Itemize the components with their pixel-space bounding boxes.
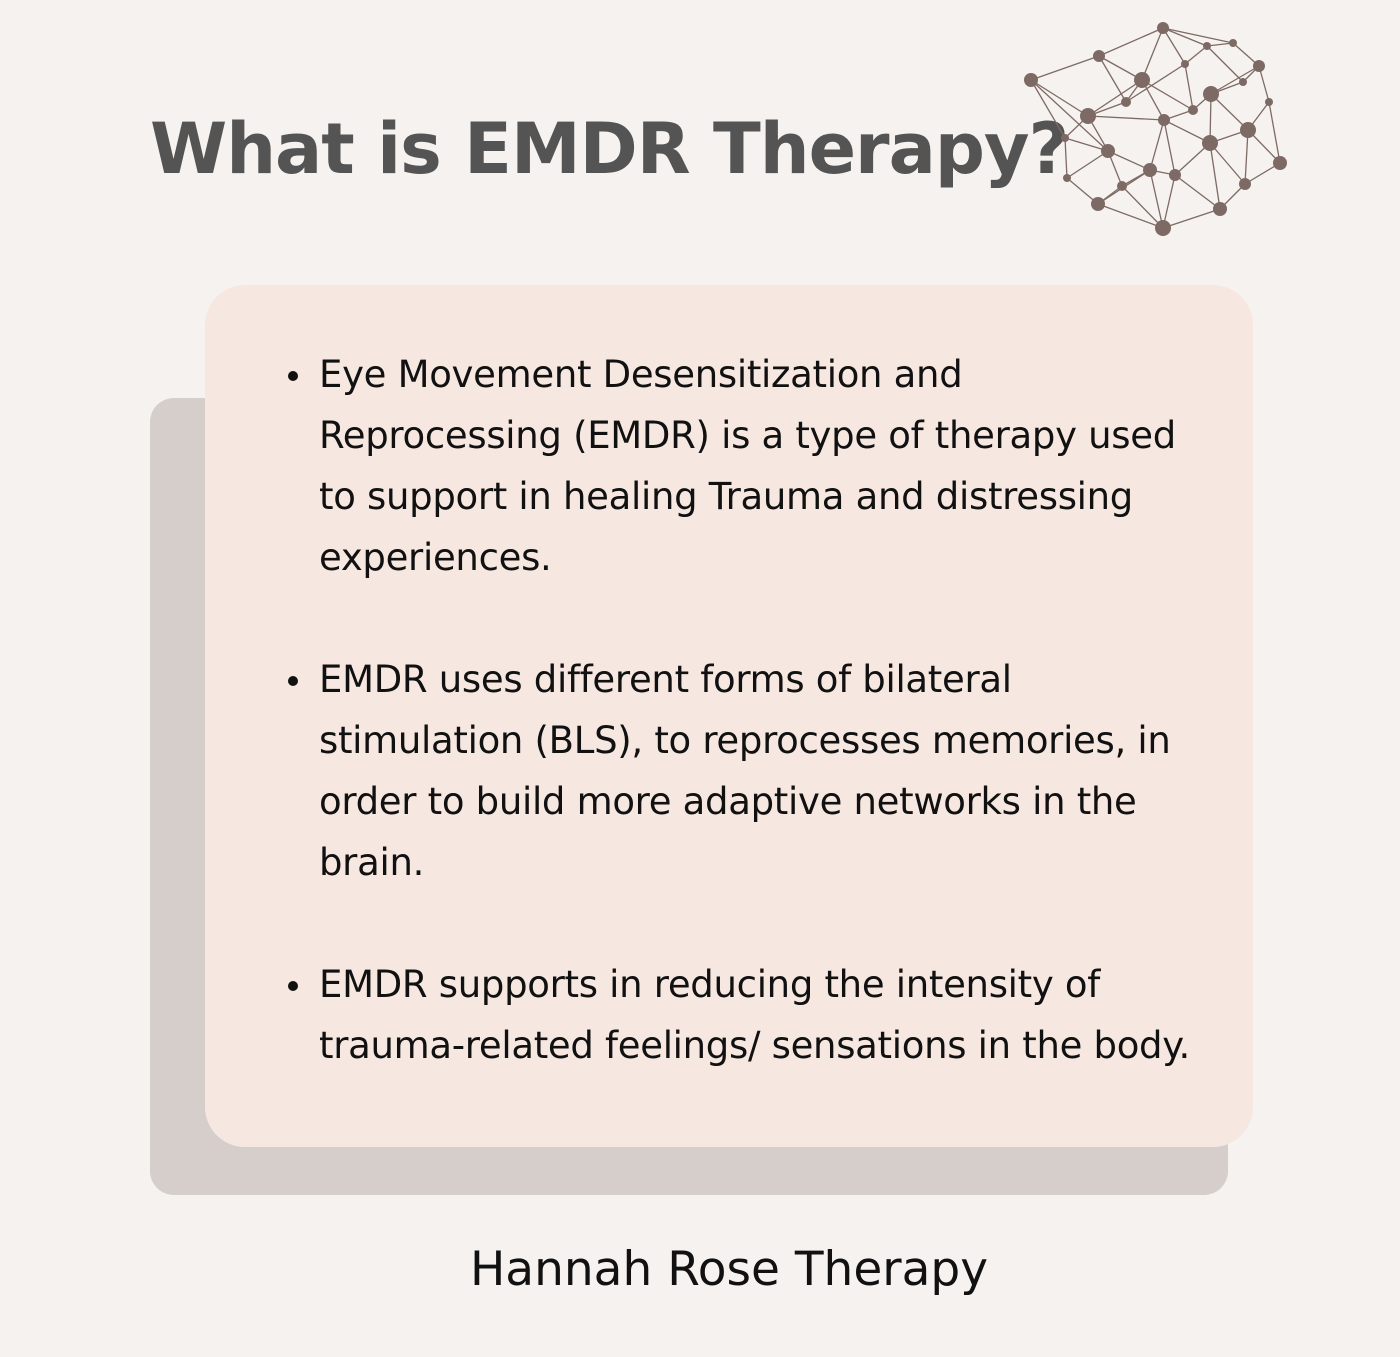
network-node <box>1240 122 1256 138</box>
network-link <box>1206 42 1234 47</box>
network-node <box>1158 114 1170 126</box>
network-link <box>1097 203 1164 229</box>
network-link <box>1087 115 1165 121</box>
network-link <box>1149 169 1164 229</box>
network-link <box>1209 142 1246 185</box>
network-node <box>1188 105 1198 115</box>
network-node <box>1203 42 1211 50</box>
network-link <box>1209 142 1221 210</box>
network-link <box>1149 119 1165 171</box>
network-link <box>1184 45 1208 65</box>
network-node <box>1091 197 1105 211</box>
network-link <box>1184 63 1194 111</box>
network-node <box>1143 163 1157 177</box>
network-node <box>1273 156 1287 170</box>
network-link <box>1066 150 1109 179</box>
network-link <box>1174 174 1221 210</box>
bullet-dot <box>288 371 298 381</box>
network-node <box>1155 220 1171 236</box>
content-card <box>205 285 1253 1147</box>
footer-brand: Hannah Rose Therapy <box>469 1242 989 1297</box>
network-node <box>1024 73 1038 87</box>
network-link <box>1268 101 1281 164</box>
network-node <box>1239 178 1251 190</box>
bullet-item: Eye Movement Desensitization and Reproce… <box>280 344 1210 588</box>
network-node <box>1169 169 1181 181</box>
network-link <box>1163 119 1211 144</box>
network-link <box>1162 208 1221 229</box>
network-link <box>1258 65 1270 103</box>
network-node <box>1061 134 1069 142</box>
network-node <box>1117 181 1127 191</box>
network-link <box>1030 79 1066 139</box>
bullet-text: EMDR supports in reducing the intensity … <box>319 963 1191 1067</box>
network-node <box>1063 174 1071 182</box>
network-link <box>1107 150 1151 171</box>
network-link <box>1163 119 1176 176</box>
network-node <box>1121 97 1131 107</box>
page-title: What is EMDR Therapy? <box>150 108 1069 190</box>
network-node <box>1253 60 1265 72</box>
network-link <box>1121 185 1164 229</box>
network-link <box>1098 27 1164 57</box>
network-link <box>1064 137 1109 152</box>
network-link <box>1162 27 1208 47</box>
network-node <box>1101 144 1115 158</box>
network-node <box>1181 60 1189 68</box>
network-link <box>1125 63 1186 103</box>
network-link <box>1030 79 1089 117</box>
network-link <box>1210 93 1249 131</box>
network-node <box>1229 39 1237 47</box>
network-link <box>1206 45 1244 83</box>
network-node <box>1134 72 1150 88</box>
network-link <box>1141 27 1164 81</box>
network-node <box>1080 108 1096 124</box>
bullet-item: EMDR uses different forms of bilateral s… <box>280 649 1210 893</box>
network-link <box>1210 65 1260 95</box>
network-link <box>1064 137 1068 179</box>
network-node <box>1093 50 1105 62</box>
network-link <box>1162 27 1186 65</box>
network-node <box>1202 135 1218 151</box>
network-node <box>1239 78 1247 86</box>
brain-network-icon <box>1024 22 1287 236</box>
network-link <box>1087 79 1143 117</box>
bullet-item: EMDR supports in reducing the intensity … <box>280 954 1210 1076</box>
bullet-dot <box>288 981 298 991</box>
network-node <box>1265 98 1273 106</box>
network-link <box>1162 174 1176 229</box>
network-link <box>1141 79 1194 111</box>
network-node <box>1203 86 1219 102</box>
network-link <box>1030 79 1109 152</box>
network-node <box>1157 22 1169 34</box>
bullet-dot <box>288 676 298 686</box>
network-link <box>1162 27 1234 44</box>
network-link <box>1209 93 1212 144</box>
bullet-text: Eye Movement Desensitization and Reproce… <box>319 353 1176 579</box>
network-node <box>1213 202 1227 216</box>
bullet-list: Eye Movement Desensitization and Reproce… <box>280 344 1210 1076</box>
network-link <box>1030 55 1100 81</box>
network-link <box>1098 55 1143 81</box>
network-link <box>1244 129 1249 185</box>
bullet-text: EMDR uses different forms of bilateral s… <box>319 658 1171 884</box>
